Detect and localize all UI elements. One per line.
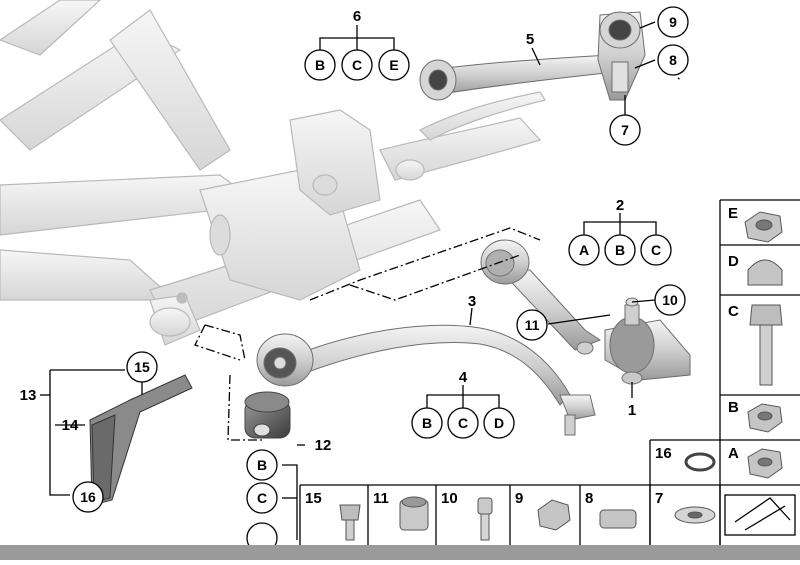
svg-text:B: B: [315, 57, 325, 73]
svg-text:E: E: [389, 57, 398, 73]
subframe: [0, 0, 546, 346]
row-label-16: 16: [655, 445, 672, 462]
bottom-stripe: [0, 545, 800, 560]
svg-text:B: B: [615, 242, 625, 258]
label-13: 13: [20, 387, 37, 404]
leader-lines: [40, 21, 800, 545]
callout-10: 10: [654, 284, 686, 316]
callout-12-B: B: [246, 449, 278, 481]
row-label-9: 9: [515, 490, 523, 507]
svg-text:C: C: [352, 57, 362, 73]
callout-4-D: D: [483, 407, 515, 439]
svg-text:C: C: [257, 490, 267, 506]
label-6: 6: [353, 8, 361, 25]
callout-2-B: B: [604, 234, 636, 266]
label-3: 3: [468, 293, 476, 310]
plain-labels: 6 5 2 3 4 1 13 14 12: [20, 8, 637, 454]
row-label-7: 7: [655, 490, 663, 507]
row-label-10: 10: [441, 490, 458, 507]
svg-text:7: 7: [621, 122, 629, 138]
part-3-tension-strut: [256, 324, 596, 436]
svg-text:8: 8: [669, 52, 677, 68]
callout-6-B: B: [304, 49, 336, 81]
hardware-icons: [339, 211, 783, 541]
side-label-C: C: [728, 303, 739, 320]
row-label-8: 8: [585, 490, 593, 507]
svg-text:11: 11: [525, 317, 540, 333]
callout-4-C: C: [447, 407, 479, 439]
callout-2-A: A: [568, 234, 600, 266]
callout-11: 11: [516, 309, 548, 341]
side-label-E: E: [728, 205, 738, 222]
callout-7: 7: [609, 114, 641, 146]
callout-4-B: B: [411, 407, 443, 439]
symbol-box: [724, 494, 796, 536]
side-label-B: B: [728, 399, 739, 416]
svg-text:D: D: [494, 415, 504, 431]
callout-6-C: C: [341, 49, 373, 81]
callout-16: 16: [72, 481, 104, 513]
callout-2-C: C: [640, 234, 672, 266]
callout-8: 8: [657, 44, 689, 76]
callouts: B C E 9 8 7 A B C 10 11 B C D 15 16 B C: [72, 6, 689, 554]
row-label-15: 15: [305, 490, 322, 507]
row-label-11: 11: [373, 490, 389, 507]
svg-text:B: B: [422, 415, 432, 431]
side-label-D: D: [728, 253, 739, 270]
part-5-strut: [419, 11, 646, 101]
label-5: 5: [526, 31, 534, 48]
side-label-A: A: [728, 445, 739, 462]
callout-15: 15: [126, 351, 158, 383]
label-4: 4: [459, 369, 468, 386]
svg-text:C: C: [651, 242, 661, 258]
callout-9: 9: [657, 6, 689, 38]
label-14: 14: [62, 417, 79, 434]
part-12-bushing: [244, 391, 291, 439]
label-12: 12: [315, 437, 332, 454]
svg-text:A: A: [579, 242, 589, 258]
svg-text:9: 9: [669, 14, 677, 30]
svg-text:C: C: [458, 415, 468, 431]
bottom-row-labels: 16 15 11 10 9 8 7: [305, 445, 672, 507]
callout-12-C: C: [246, 482, 278, 514]
svg-text:B: B: [257, 457, 267, 473]
svg-text:15: 15: [134, 359, 150, 375]
svg-text:10: 10: [662, 292, 678, 308]
label-2: 2: [616, 197, 624, 214]
side-panel-labels: E D C B A: [728, 205, 739, 462]
svg-text:16: 16: [80, 489, 96, 505]
label-1: 1: [628, 402, 636, 419]
callout-6-E: E: [378, 49, 410, 81]
part-14-bracket: [89, 374, 193, 506]
